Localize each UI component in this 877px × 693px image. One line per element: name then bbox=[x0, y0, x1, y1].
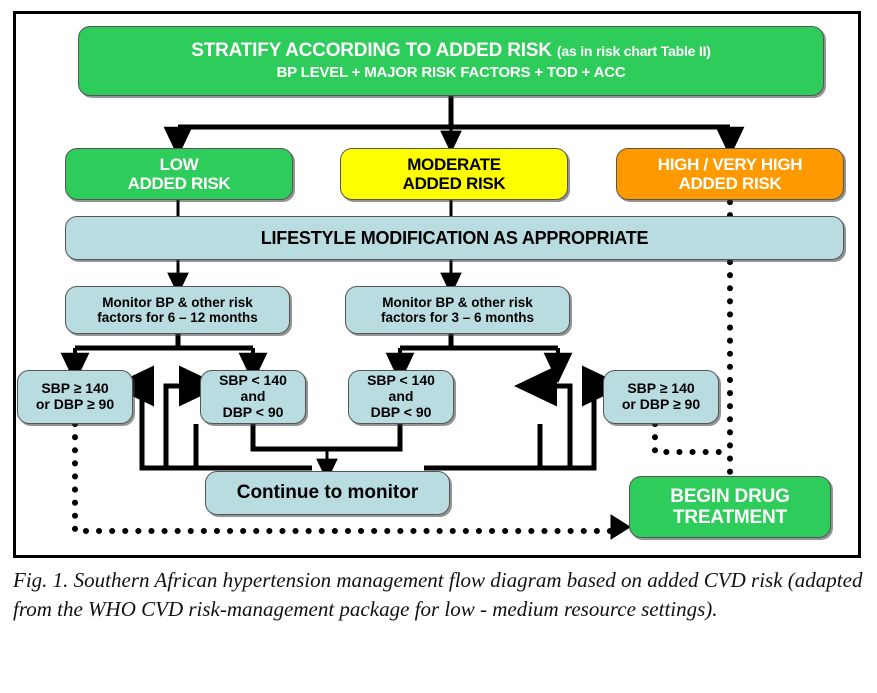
stratify-line1: STRATIFY ACCORDING TO ADDED RISK bbox=[191, 40, 552, 62]
decision-3-line2: or DBP ≥ 90 bbox=[621, 396, 701, 412]
continue-label: Continue to monitor bbox=[236, 482, 419, 504]
lifestyle-label: LIFESTYLE MODIFICATION AS APPROPRIATE bbox=[260, 227, 649, 248]
decision-2-line3: DBP < 90 bbox=[370, 403, 432, 420]
node-decision-sbp-high-right[interactable]: SBP ≥ 140 or DBP ≥ 90 bbox=[603, 370, 719, 424]
decision-1-line3: DBP < 90 bbox=[222, 403, 284, 420]
node-moderate-added-risk[interactable]: MODERATE ADDED RISK bbox=[340, 148, 568, 200]
node-continue-to-monitor[interactable]: Continue to monitor bbox=[205, 471, 450, 515]
moderate-risk-line2: ADDED RISK bbox=[402, 174, 506, 193]
flowchart-connectors bbox=[60, 96, 745, 540]
node-begin-drug-treatment[interactable]: BEGIN DRUG TREATMENT bbox=[629, 476, 831, 538]
figure-caption: Fig. 1. Southern African hypertension ma… bbox=[13, 568, 863, 622]
decision-2-line1: SBP < 140 bbox=[367, 372, 435, 389]
moderate-risk-line1: MODERATE bbox=[407, 154, 501, 174]
node-low-added-risk[interactable]: LOW ADDED RISK bbox=[65, 148, 293, 200]
node-high-added-risk[interactable]: HIGH / VERY HIGH ADDED RISK bbox=[616, 148, 844, 200]
decision-3-line1: SBP ≥ 140 bbox=[627, 380, 695, 397]
node-decision-sbp-normal-right[interactable]: SBP < 140 and DBP < 90 bbox=[348, 370, 454, 424]
decision-1-line2: and bbox=[240, 388, 266, 405]
decision-0-line2: or DBP ≥ 90 bbox=[35, 396, 115, 412]
monitor-left-line1: Monitor BP & other risk bbox=[102, 294, 253, 310]
low-risk-line1: LOW bbox=[159, 154, 199, 174]
node-monitor-6-12-months[interactable]: Monitor BP & other risk factors for 6 – … bbox=[65, 286, 290, 334]
node-monitor-3-6-months[interactable]: Monitor BP & other risk factors for 3 – … bbox=[345, 286, 570, 334]
drug-line1: BEGIN DRUG bbox=[670, 485, 790, 507]
decision-2-line2: and bbox=[388, 388, 414, 405]
monitor-left-line2: factors for 6 – 12 months bbox=[97, 310, 258, 325]
stratify-line1-note: (as in risk chart Table II) bbox=[556, 43, 711, 60]
node-lifestyle-modification[interactable]: LIFESTYLE MODIFICATION AS APPROPRIATE bbox=[65, 216, 844, 260]
decision-0-line1: SBP ≥ 140 bbox=[41, 380, 109, 397]
drug-line2: TREATMENT bbox=[673, 507, 787, 528]
high-risk-line1: HIGH / VERY HIGH bbox=[657, 154, 803, 174]
low-risk-line2: ADDED RISK bbox=[127, 174, 231, 193]
monitor-right-line1: Monitor BP & other risk bbox=[382, 294, 533, 310]
node-stratify[interactable]: STRATIFY ACCORDING TO ADDED RISK (as in … bbox=[78, 26, 824, 96]
high-risk-line2: ADDED RISK bbox=[678, 174, 782, 193]
node-decision-sbp-normal-left[interactable]: SBP < 140 and DBP < 90 bbox=[200, 370, 306, 424]
decision-1-line1: SBP < 140 bbox=[219, 372, 287, 389]
node-decision-sbp-high-left[interactable]: SBP ≥ 140 or DBP ≥ 90 bbox=[17, 370, 133, 424]
stratify-line2: BP LEVEL + MAJOR RISK FACTORS + TOD + AC… bbox=[276, 63, 626, 81]
monitor-right-line2: factors for 3 – 6 months bbox=[380, 310, 535, 325]
